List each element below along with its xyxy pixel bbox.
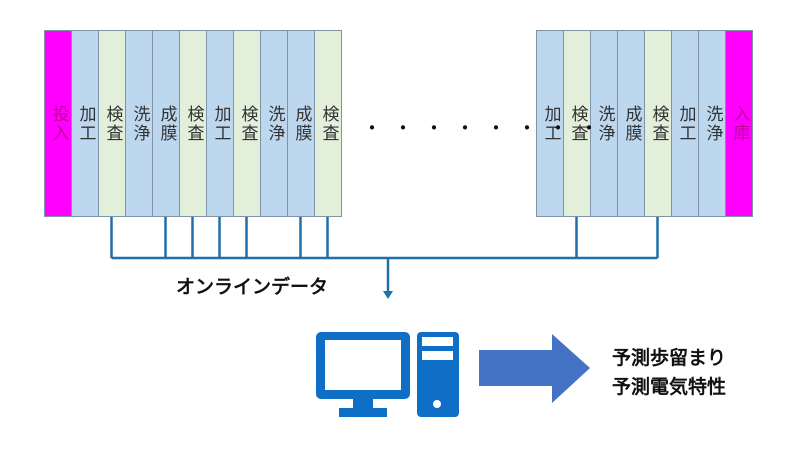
left-step-1: 加工 — [71, 30, 99, 217]
step-label: 加工 — [210, 104, 231, 143]
down-arrowhead-icon — [383, 291, 393, 299]
step-label: 加工 — [75, 104, 96, 143]
right-step-0: 加工 — [536, 30, 564, 217]
left-step-6: 加工 — [206, 30, 234, 217]
right-step-6: 洗浄 — [698, 30, 726, 217]
ellipsis: ・・・・・・・・ — [362, 116, 610, 140]
step-label: 成膜 — [291, 104, 312, 143]
step-label: 洗浄 — [129, 104, 150, 143]
online-data-label: オンラインデータ — [176, 276, 329, 298]
right-step-7: 入庫 — [725, 30, 753, 217]
output-electrical: 予測電気特性 — [612, 376, 727, 398]
step-label: 検査 — [318, 104, 339, 143]
left-step-7: 検査 — [233, 30, 261, 217]
right-arrow-icon — [479, 334, 590, 403]
step-label: 検査 — [102, 104, 123, 143]
step-label: 検査 — [183, 104, 204, 143]
step-label: 加工 — [540, 104, 561, 143]
left-step-2: 検査 — [98, 30, 126, 217]
right-step-1: 検査 — [563, 30, 591, 217]
right-step-2: 洗浄 — [590, 30, 618, 217]
left-step-10: 検査 — [314, 30, 342, 217]
left-step-0: 投入 — [44, 30, 72, 217]
step-label: 洗浄 — [594, 104, 615, 143]
step-label: 成膜 — [621, 104, 642, 143]
step-label: 検査 — [567, 104, 588, 143]
desktop-computer-icon — [316, 332, 459, 417]
left-step-9: 成膜 — [287, 30, 315, 217]
step-label: 加工 — [675, 104, 696, 143]
prediction-outputs: 予測歩留まり 予測電気特性 — [612, 344, 726, 402]
step-label: 検査 — [648, 104, 669, 143]
step-label: 検査 — [237, 104, 258, 143]
step-label: 投入 — [48, 104, 69, 143]
step-label: 洗浄 — [264, 104, 285, 143]
step-label: 入庫 — [729, 104, 750, 143]
step-label: 成膜 — [156, 104, 177, 143]
left-step-4: 成膜 — [152, 30, 180, 217]
right-step-5: 加工 — [671, 30, 699, 217]
step-label: 洗浄 — [702, 104, 723, 143]
output-yield: 予測歩留まり — [612, 347, 727, 369]
left-step-8: 洗浄 — [260, 30, 288, 217]
